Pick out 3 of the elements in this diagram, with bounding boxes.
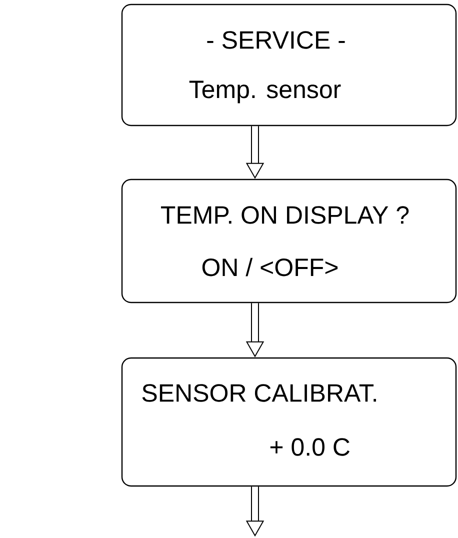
display-box: SENSOR CALIBRAT. + 0.0 C (121, 357, 457, 487)
display-box: TEMP. ON DISPLAY ? ON / <OFF> (121, 178, 457, 304)
display-box: - SERVICE - Temp. sensor (121, 4, 457, 126)
